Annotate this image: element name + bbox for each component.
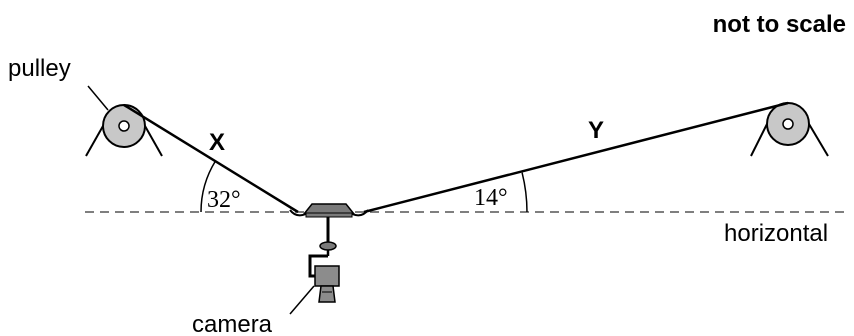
camera-leader-line	[289, 285, 315, 315]
left-pulley-support-leg	[85, 125, 104, 157]
angle-arc-left	[200, 160, 217, 213]
camera-trolley	[289, 203, 369, 278]
cable-y	[363, 101, 789, 214]
angle-arc-right	[521, 172, 528, 213]
camera-label: camera	[192, 311, 273, 336]
pulley-leader-line	[87, 85, 109, 111]
not-to-scale-note: not to scale	[713, 11, 846, 38]
horizontal-label: horizontal	[724, 220, 828, 247]
cable-y-label: Y	[588, 117, 604, 144]
camera	[314, 265, 340, 303]
left-pulley-support-leg	[144, 125, 163, 157]
right-pulley-support-leg	[808, 123, 829, 157]
right-pulley-support-leg	[750, 123, 768, 157]
right-pulley-axle	[782, 118, 794, 130]
angle-right-label: 14°	[474, 185, 508, 211]
cable-x-label: X	[209, 129, 225, 156]
left-pulley-axle	[118, 120, 130, 132]
pulley-label: pulley	[8, 55, 71, 82]
cable-x	[123, 103, 299, 214]
angle-left-label: 32°	[207, 187, 241, 213]
